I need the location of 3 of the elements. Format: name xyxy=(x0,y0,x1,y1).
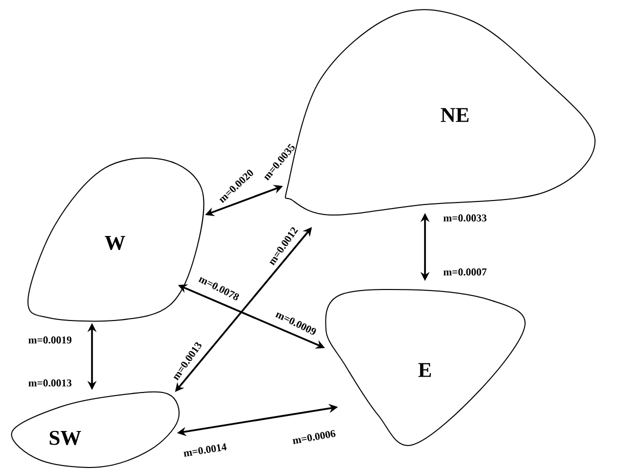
region-blob: SW xyxy=(11,391,180,468)
rate-label: m=0.0033 xyxy=(443,214,486,222)
rate-label: m=0.0006 xyxy=(292,430,336,444)
